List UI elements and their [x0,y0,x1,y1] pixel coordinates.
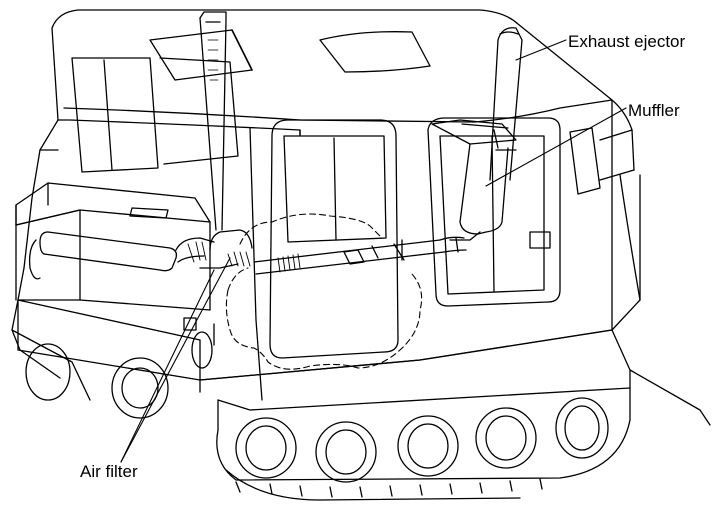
roof-hatch-rear [320,32,430,72]
road-wheel [316,422,376,482]
front-window-left [72,58,158,172]
hidden-pipe-route [226,214,421,369]
leader-air-filter-1 [121,270,214,462]
air-filter-label: Air filter [80,462,138,481]
road-wheel [236,418,296,478]
muffler-label: Muffler [628,101,680,120]
engine-compartment [16,183,214,368]
exhaust-pipe [176,230,466,274]
muffler [432,120,516,240]
exhaust-ejector [490,28,522,180]
track-assembly [12,300,710,500]
exhaust-ejector-label: Exhaust ejector [568,32,686,51]
side-doors [270,118,560,358]
cab-body [18,10,640,400]
road-wheel [556,398,608,458]
leader-muffler [486,108,626,186]
leader-air-filter-2 [121,258,230,462]
road-wheel [398,416,458,476]
leader-lines [121,40,626,462]
road-wheel [476,408,536,468]
leader-exhaust-ejector [516,40,566,60]
air-intake-stack [200,12,226,230]
